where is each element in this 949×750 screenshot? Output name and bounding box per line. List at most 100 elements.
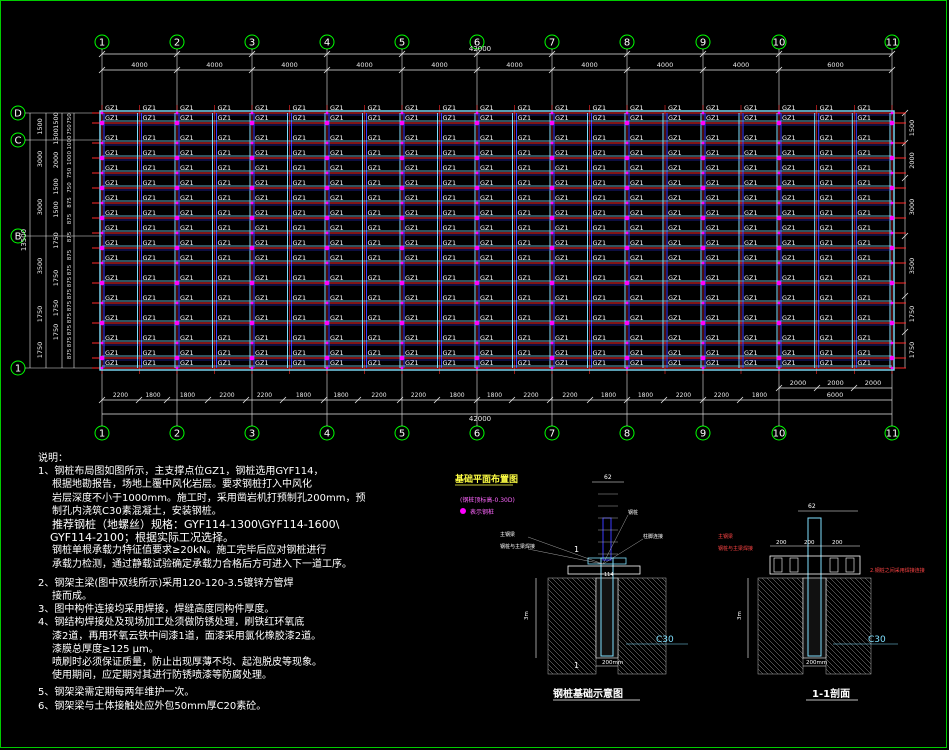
left-small-dim: 875 (67, 312, 73, 323)
pile-label: GZ1 (330, 149, 344, 157)
pile-node (550, 341, 554, 345)
pile-label: GZ1 (405, 359, 419, 367)
pile-label: GZ1 (105, 274, 119, 282)
pile-label: GZ1 (143, 294, 157, 302)
pile-label: GZ1 (405, 224, 419, 232)
pile-node (624, 215, 630, 221)
pile-node (400, 261, 404, 265)
bottom-span-dim: 1800 (752, 392, 767, 399)
soil-hatch (617, 583, 667, 633)
pile-label: GZ1 (706, 254, 720, 262)
dim-tick (775, 384, 783, 392)
axis-label: 8 (624, 429, 630, 440)
pile-node (625, 141, 629, 145)
soil-hatch (791, 577, 804, 590)
pile-label: GZ1 (820, 314, 834, 322)
pile-label: GZ1 (218, 294, 232, 302)
pile-label: GZ1 (405, 114, 419, 122)
pile-label: GZ1 (744, 224, 758, 232)
left-small-dim: 875 (67, 276, 73, 287)
left-total-dim: 13500 (20, 229, 28, 251)
pile-node (777, 301, 781, 305)
top-span-dim: 6000 (827, 61, 844, 69)
pile-label: GZ1 (255, 349, 269, 357)
note-line: GYF114-2100；根据实际工况选择。 (50, 531, 234, 545)
pile-label: GZ1 (218, 179, 232, 187)
pile-label: GZ1 (630, 349, 644, 357)
pile-label: GZ1 (593, 179, 607, 187)
axis-label: 7 (549, 429, 555, 440)
soil-hatch (651, 577, 667, 593)
pile-node (400, 366, 404, 370)
pile-label: GZ1 (480, 274, 494, 282)
pile-label: GZ1 (820, 334, 834, 342)
pile-label: GZ1 (218, 224, 232, 232)
leader-label: 钢桩与主梁焊接 (718, 545, 753, 552)
top-span-dim: 4000 (733, 61, 750, 69)
soil-hatch (825, 623, 872, 670)
axis-label: 1 (15, 364, 21, 375)
pile-label: GZ1 (255, 239, 269, 247)
pile-label: GZ1 (518, 224, 532, 232)
pile-label: GZ1 (706, 334, 720, 342)
pile-label: GZ1 (368, 114, 382, 122)
pile-node (249, 155, 255, 161)
pile-label: GZ1 (668, 179, 682, 187)
pile-label: GZ1 (857, 224, 871, 232)
soil-hatch (581, 577, 597, 593)
pile-label: GZ1 (782, 334, 796, 342)
pile-label: GZ1 (668, 359, 682, 367)
pile-label: GZ1 (480, 294, 494, 302)
soil-hatch (757, 603, 804, 650)
plate-label: 114 (604, 572, 614, 578)
leader-label: 主钢梁 (718, 533, 733, 540)
pile-label: GZ1 (368, 239, 382, 247)
pile-node (250, 231, 254, 235)
soil-hatch (825, 588, 872, 635)
pile-node (174, 185, 180, 191)
pile-node (250, 341, 254, 345)
pile-label: GZ1 (706, 359, 720, 367)
pile-label: GZ1 (744, 194, 758, 202)
pile-node (100, 261, 104, 265)
pile-node (701, 111, 705, 115)
pile-label: GZ1 (218, 359, 232, 367)
pile-label: GZ1 (857, 314, 871, 322)
dim-tick (623, 66, 631, 74)
pile-node (701, 366, 705, 370)
pile-node (175, 171, 179, 175)
pile-node (100, 111, 104, 115)
pile-node (624, 355, 630, 361)
dim-tick (323, 66, 331, 74)
pile-node (625, 171, 629, 175)
bottom-span-dim: 2200 (371, 392, 386, 399)
right-bay-total: 6000 (827, 391, 844, 399)
soil-hatch (547, 628, 594, 675)
pile-label: GZ1 (293, 104, 307, 112)
left-inner-dim: 1750 (52, 270, 60, 287)
pile-node (324, 185, 330, 191)
pile-label: GZ1 (518, 149, 532, 157)
pile-label: GZ1 (593, 224, 607, 232)
dim-tick (320, 396, 328, 404)
pile-label: GZ1 (368, 254, 382, 262)
pile-label: GZ1 (782, 134, 796, 142)
left-outer-dim: 3000 (36, 199, 44, 216)
pile-label: GZ1 (480, 164, 494, 172)
pile-node (400, 171, 404, 175)
overall-length-top: 42000 (469, 45, 491, 53)
right-dim: 2000 (908, 152, 916, 169)
pile-label: GZ1 (480, 114, 494, 122)
pile-label: GZ1 (405, 314, 419, 322)
pile-label: GZ1 (330, 194, 344, 202)
dim-tick (901, 292, 909, 300)
dim-tick (699, 396, 707, 404)
pile-label: GZ1 (555, 149, 569, 157)
soil-hatch (757, 618, 804, 665)
pile-label: GZ1 (782, 224, 796, 232)
soil-hatch (617, 588, 667, 638)
pile-label: GZ1 (405, 254, 419, 262)
pile-label: GZ1 (820, 359, 834, 367)
pile-node (174, 320, 180, 326)
soil-hatch (617, 648, 644, 675)
